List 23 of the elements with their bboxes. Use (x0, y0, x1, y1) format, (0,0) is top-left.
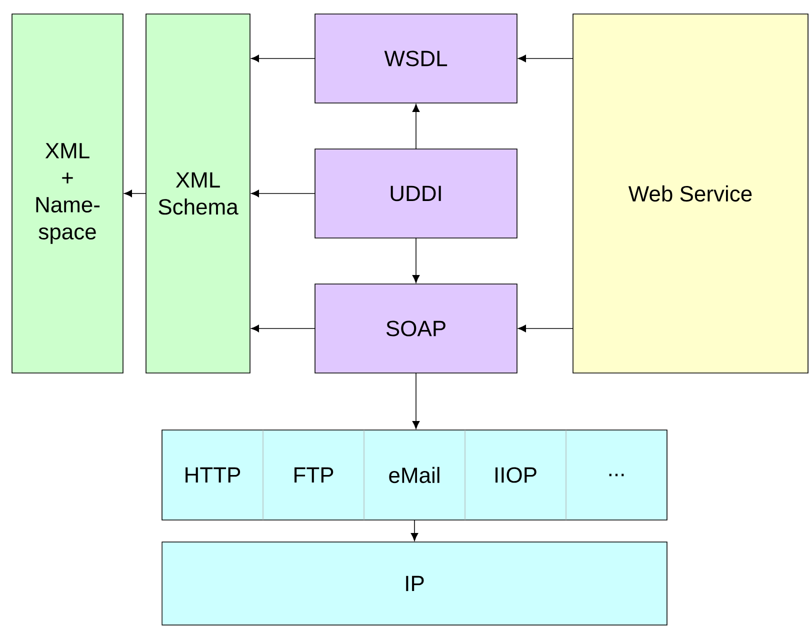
protocol-cell: ... (609, 474, 624, 476)
protocol-cell: eMail (389, 466, 440, 484)
arrow (518, 324, 574, 332)
arrow (251, 54, 316, 62)
arrow (412, 372, 420, 429)
arrow (518, 54, 574, 62)
protocol-band (162, 430, 668, 520)
protocol-cell: HTTP (186, 467, 240, 483)
arrow (412, 238, 420, 283)
arrow (251, 190, 316, 198)
process-box: SOAP (314, 284, 518, 374)
arrow (412, 104, 420, 150)
layer-box: IP (162, 542, 668, 626)
arrow (251, 324, 316, 332)
protocol-cell: IIOP (496, 467, 536, 483)
arrow (410, 520, 418, 541)
process-box: UDDI (314, 148, 518, 238)
process-box: WSDL (314, 14, 518, 104)
protocol-cell: FTP (294, 467, 334, 483)
layer-box: XML Schema (146, 14, 250, 374)
service-box: Web Service (572, 14, 808, 374)
arrow (124, 190, 146, 198)
layer-box: XML + Name- space (12, 14, 124, 374)
